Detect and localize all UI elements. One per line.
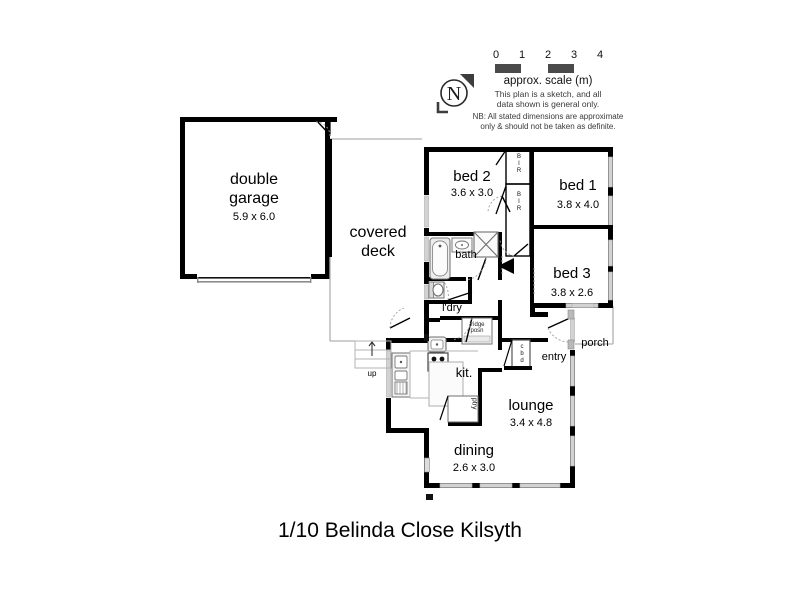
door-swings bbox=[389, 149, 571, 421]
room-label-dining: dining bbox=[453, 442, 495, 459]
dining-wall-marker bbox=[424, 457, 430, 473]
room-label-entry: entry bbox=[541, 351, 567, 363]
laundry-trough-fixture bbox=[427, 336, 447, 353]
bathtub-fixture bbox=[429, 237, 451, 280]
room-dim-bed1: 3.8 x 4.0 bbox=[556, 199, 600, 211]
bir-top-i: I bbox=[518, 160, 520, 167]
room-dim-garage: 5.9 x 6.0 bbox=[232, 211, 276, 223]
bir-bot-b: B bbox=[516, 192, 521, 198]
door-jambs bbox=[424, 309, 575, 500]
cbd-b: b bbox=[520, 350, 524, 357]
scale-bar bbox=[495, 64, 600, 73]
garage-outline bbox=[180, 117, 337, 283]
room-label-kitchen: kit. bbox=[455, 365, 473, 380]
covered-deck-outline bbox=[328, 138, 422, 342]
room-label-garage: double bbox=[229, 171, 279, 188]
room-label-garage-2: garage bbox=[229, 190, 279, 207]
kitchen-sink-fixture bbox=[391, 352, 411, 398]
kitchen-bench bbox=[409, 350, 478, 399]
garage-door-swing bbox=[315, 119, 331, 137]
entry-cupboard bbox=[504, 339, 532, 370]
room-label-bed2: bed 2 bbox=[453, 168, 491, 185]
bir-top-r: R bbox=[516, 167, 522, 174]
bir-label-bottom: B I R bbox=[514, 192, 524, 213]
pantry-label: ptry bbox=[470, 397, 478, 410]
fridge-label-line2: posn bbox=[470, 328, 484, 334]
room-dim-dining: 2.6 x 3.0 bbox=[452, 462, 496, 474]
room-label-bed3: bed 3 bbox=[553, 265, 591, 282]
windows bbox=[386, 156, 613, 488]
bir-top-b: B bbox=[516, 154, 521, 160]
scale-caption: approx. scale (m) bbox=[503, 75, 593, 87]
scale-tick-1: 1 bbox=[518, 49, 526, 61]
disclaimer-line-1: This plan is a sketch, and all bbox=[494, 89, 602, 99]
cbd-c: c bbox=[520, 344, 524, 350]
cbd-d: d bbox=[520, 357, 524, 364]
stairs-up-label: up bbox=[367, 369, 377, 378]
vanity-basin-fixture bbox=[451, 237, 473, 253]
page-title: 1/10 Belinda Close Kilsyth bbox=[278, 519, 522, 542]
scale-tick-0: 0 bbox=[492, 49, 500, 61]
north-arrow-icon: N bbox=[430, 68, 480, 118]
fridge-label-line1: fridge bbox=[469, 322, 485, 328]
room-label-lounge: lounge bbox=[508, 397, 554, 414]
toilet-fixture bbox=[428, 281, 445, 299]
bir-bot-i: I bbox=[518, 198, 520, 205]
room-dim-bed3: 3.8 x 2.6 bbox=[550, 287, 594, 299]
room-label-porch: porch bbox=[581, 337, 609, 349]
scale-tick-3: 3 bbox=[570, 49, 578, 61]
bir-label-top: B I R bbox=[514, 154, 524, 175]
fridge-label: fridge posn bbox=[462, 322, 492, 334]
room-dim-bed2: 3.6 x 3.0 bbox=[450, 187, 494, 199]
room-dim-lounge: 3.4 x 4.8 bbox=[509, 417, 553, 429]
disclaimer-line-4: only & should not be taken as definite. bbox=[480, 122, 616, 131]
disclaimer-line-2: data shown is general only. bbox=[496, 99, 600, 109]
scale-tick-4: 4 bbox=[596, 49, 604, 61]
bir-bot-r: R bbox=[516, 205, 522, 212]
shower-fixture bbox=[473, 231, 499, 258]
room-label-bed1: bed 1 bbox=[559, 177, 597, 194]
cupboard-label: c b d bbox=[517, 344, 527, 365]
room-label-deck-2: deck bbox=[361, 243, 395, 260]
disclaimer-line-3: NB: All stated dimensions are approximat… bbox=[472, 112, 624, 121]
stairs bbox=[354, 340, 392, 369]
room-label-laundry: l'dry bbox=[442, 302, 462, 314]
svg-text:N: N bbox=[447, 83, 461, 105]
room-label-bath: bath bbox=[455, 249, 477, 261]
room-label-deck: covered bbox=[349, 224, 407, 241]
scale-tick-2: 2 bbox=[544, 49, 552, 61]
pantry-cupboard bbox=[447, 395, 479, 423]
